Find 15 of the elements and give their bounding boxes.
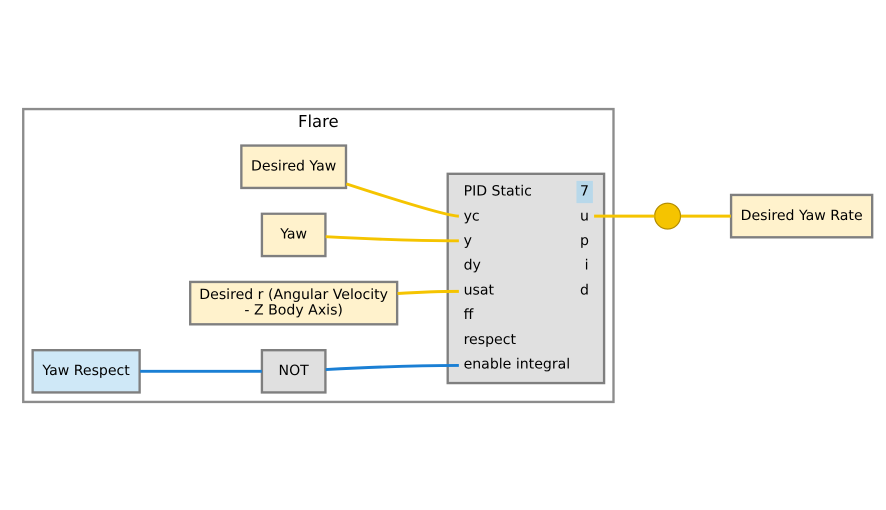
connector bbox=[346, 182, 460, 218]
connector bbox=[326, 363, 459, 371]
node-box: Desired Yaw Rate bbox=[730, 193, 874, 238]
node-box: NOT bbox=[260, 348, 327, 394]
node-box: Desired Yaw bbox=[240, 144, 348, 189]
node-box: PID Static 7 yc u y p dy i usat d ff respect enable integral bbox=[446, 172, 606, 384]
connector bbox=[140, 369, 262, 372]
connector bbox=[680, 214, 731, 218]
node-box: Desired r (Angular Velocity - Z Body Axis) bbox=[189, 280, 398, 325]
connector bbox=[398, 289, 459, 294]
connector bbox=[594, 214, 655, 218]
connector bbox=[326, 234, 459, 242]
node-box: Yaw bbox=[260, 212, 327, 257]
node-box: Yaw Respect bbox=[31, 348, 141, 394]
node-circle bbox=[654, 202, 682, 230]
